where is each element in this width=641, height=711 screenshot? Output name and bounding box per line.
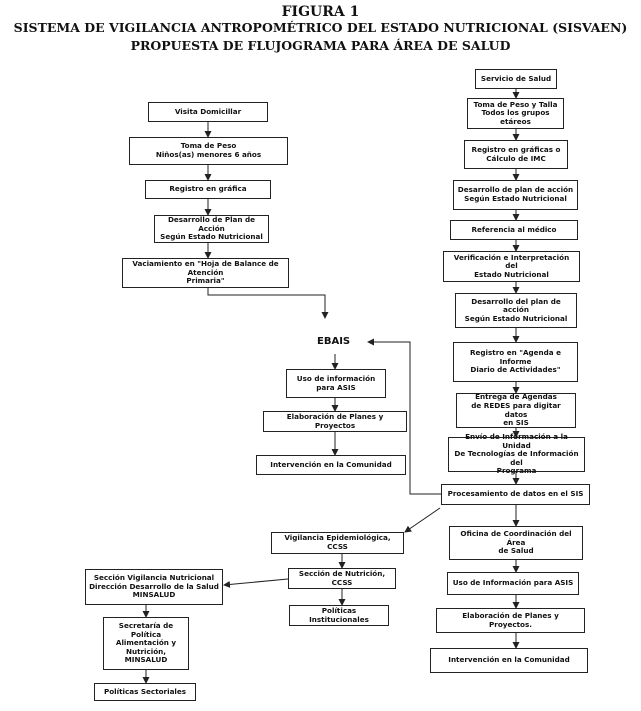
box-plan-accion-2: Desarrollo del plan de acción Según Esta… — [455, 293, 577, 328]
arrow-sis-to-vigilancia — [404, 507, 441, 533]
box-plan-accion-right: Desarrollo de plan de acción Según Estad… — [453, 180, 578, 210]
box-ebais-intervencion: Intervención en la Comunidad — [256, 455, 406, 475]
box-registro-graficas-imc: Registro en gráficas o Cálculo de IMC — [464, 140, 568, 169]
box-vigilancia-ccss: Vigilancia Epidemiológica, CCSS — [271, 532, 404, 554]
box-entrega-agendas: Entrega de Agendas de REDES para digitar… — [456, 392, 576, 428]
box-uso-informacion-asis: Uso de Información para ASIS — [447, 572, 579, 595]
box-ebais-uso-informacion: Uso de información para ASIS — [286, 369, 386, 398]
box-secretaria-politica: Secretaría de Política Alimentación y Nu… — [103, 617, 189, 670]
box-oficina-coordinacion: Oficina de Coordinación del Área de Salu… — [449, 526, 583, 560]
box-politicas-sectoriales: Políticas Sectoriales — [94, 683, 196, 701]
box-visita-domiciliar: Visita Domicillar — [148, 102, 268, 122]
box-ebais-elaboracion-planes: Elaboración de Planes y Proyectos — [263, 411, 407, 432]
box-seccion-nutricion-ccss: Sección de Nutrición, CCSS — [288, 568, 396, 589]
diagram-title: SISTEMA DE VIGILANCIA ANTROPOMÉTRICO DEL… — [13, 20, 628, 35]
box-envio-informacion: Envío de Información a la Unidad De Tecn… — [448, 432, 585, 475]
arrow-middle-to-left — [223, 578, 289, 588]
arrow-sis-to-ebais — [367, 338, 452, 495]
arrow-left-to-ebais — [207, 288, 329, 319]
box-procesamiento-sis: Procesamiento de datos en el SIS — [441, 484, 590, 505]
box-servicio-salud: Servicio de Salud — [475, 69, 557, 89]
box-seccion-vigilancia-nutricional: Sección Vigilancia Nutricional Dirección… — [85, 569, 223, 605]
box-vaciamiento-hoja: Vaciamiento en "Hoja de Balance de Atenc… — [122, 258, 289, 288]
box-intervencion-comunidad-right: Intervención en la Comunidad — [430, 648, 588, 673]
box-politicas-institucionales: Políticas Institucionales — [289, 605, 389, 626]
ebais-label: EBAIS — [317, 336, 351, 347]
box-plan-accion-left: Desarrollo de Plan de Acción Según Estad… — [154, 215, 269, 243]
box-toma-peso-ninos: Toma de Peso Niños(as) menores 6 años — [129, 137, 288, 165]
box-referencia-medico: Referencia al médico — [450, 220, 578, 240]
diagram-subtitle: PROPUESTA DE FLUJOGRAMA PARA ÁREA DE SAL… — [130, 38, 511, 53]
figure-label: FIGURA 1 — [281, 4, 360, 20]
box-registro-grafica: Registro en gráfica — [145, 180, 271, 199]
box-verificacion-interpretacion: Verificación e Interpretación del Estado… — [443, 251, 580, 282]
box-elaboracion-planes-right: Elaboración de Planes y Proyectos. — [436, 608, 585, 633]
box-toma-peso-talla: Toma de Peso y Talla Todos los grupos et… — [467, 98, 564, 129]
box-registro-agenda: Registro en "Agenda e Informe Diario de … — [453, 342, 578, 382]
